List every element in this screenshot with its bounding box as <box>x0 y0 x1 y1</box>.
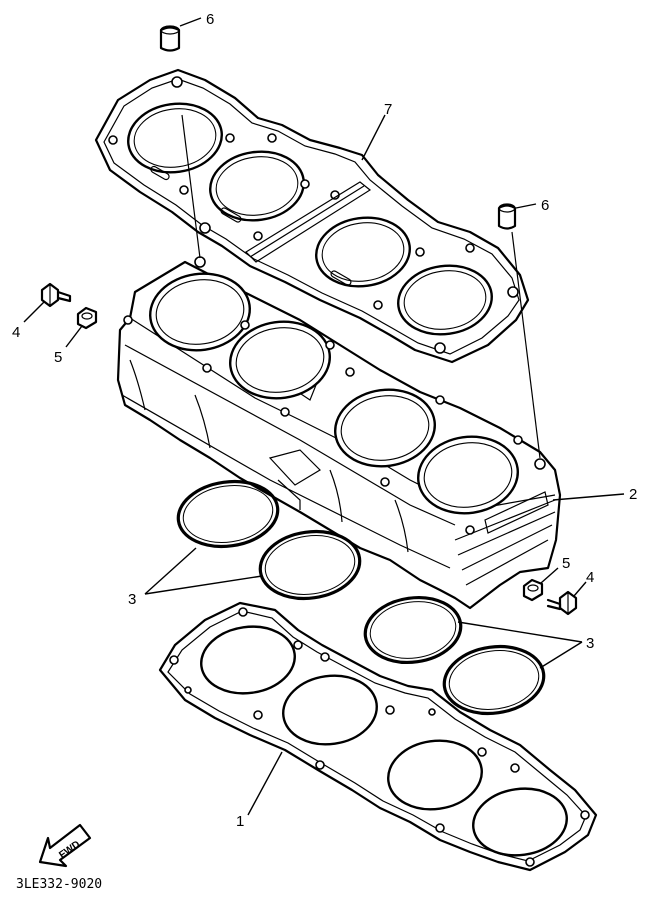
bolt-right <box>546 581 587 616</box>
callout-5-left: 5 <box>54 349 62 366</box>
callout-4-left: 4 <box>12 324 20 341</box>
dowel-pin-top-left <box>159 17 202 52</box>
base-gasket-lower <box>158 601 598 872</box>
callout-3-left: 3 <box>128 591 136 608</box>
washer-left <box>65 306 98 348</box>
callout-6-top: 6 <box>206 11 214 28</box>
forward-arrow-icon: FWD <box>38 823 92 868</box>
cylinder-block <box>116 256 625 610</box>
callout-5-right: 5 <box>562 555 570 572</box>
dowel-pin-right <box>497 203 537 230</box>
bolt-left <box>23 282 72 323</box>
o-ring-right-b <box>442 644 546 716</box>
callout-3-right: 3 <box>586 635 594 652</box>
callout-2: 2 <box>629 486 637 503</box>
callout-1: 1 <box>236 813 244 830</box>
fwd-label: FWD <box>57 839 82 861</box>
head-gasket-upper <box>94 68 530 364</box>
o-ring-left-b <box>258 529 362 601</box>
callout-6-right: 6 <box>541 197 549 214</box>
o-ring-right-a <box>363 596 463 664</box>
part-number: 3LE332-9020 <box>16 877 102 892</box>
washer-right <box>522 567 559 602</box>
callout-7: 7 <box>384 101 392 118</box>
o-ring-left-a <box>176 479 280 549</box>
callout-4-right: 4 <box>586 569 594 586</box>
